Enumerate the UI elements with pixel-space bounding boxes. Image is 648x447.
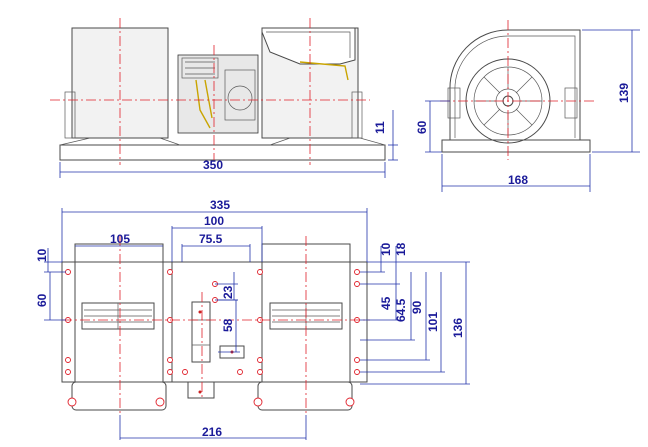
dim-64-5: 64.5 <box>394 298 408 322</box>
front-view: 350 11 <box>50 18 398 178</box>
dim-139: 139 <box>617 83 631 103</box>
top-view: 335 105 100 75.5 10 60 23 58 <box>35 198 470 440</box>
dim-18: 18 <box>394 242 408 256</box>
dim-216: 216 <box>202 425 222 439</box>
dim-10-right: 10 <box>379 242 393 256</box>
dim-90: 90 <box>410 300 424 314</box>
dim-45: 45 <box>379 296 393 310</box>
dim-105: 105 <box>110 232 130 246</box>
dim-10-left: 10 <box>35 248 49 262</box>
dim-75-5: 75.5 <box>199 232 223 246</box>
dim-60-side: 60 <box>415 120 429 134</box>
dim-100: 100 <box>204 214 224 228</box>
dim-136: 136 <box>451 318 465 338</box>
dim-23: 23 <box>221 285 235 299</box>
dim-101: 101 <box>426 312 440 332</box>
dim-58: 58 <box>221 318 235 332</box>
dim-168: 168 <box>508 173 528 187</box>
dim-350: 350 <box>203 158 223 172</box>
dim-335: 335 <box>210 198 230 212</box>
dim-11: 11 <box>373 121 387 134</box>
side-view: 139 60 168 <box>415 20 640 192</box>
dim-60-top: 60 <box>35 293 49 307</box>
